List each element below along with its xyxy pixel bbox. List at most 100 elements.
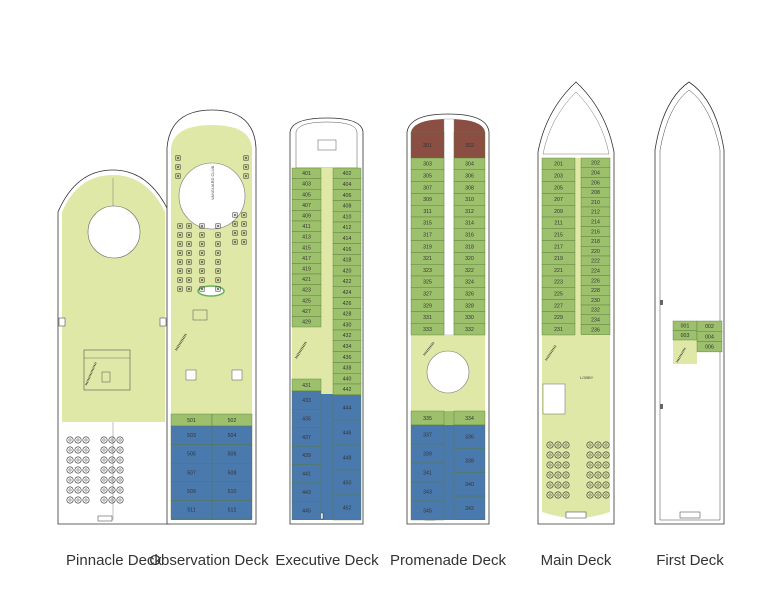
cabin-number: 006	[705, 345, 714, 351]
cabin-number: 323	[423, 268, 432, 274]
cabin-332[interactable]	[453, 323, 486, 336]
cabin-number: 506	[228, 452, 237, 458]
cabin-number: 430	[343, 322, 352, 328]
cabin-number: 414	[343, 236, 352, 242]
cabin-number: 223	[554, 280, 563, 286]
cabin-number: 339	[423, 451, 432, 457]
cabin-number: 452	[343, 505, 352, 511]
cabin-number: 215	[554, 233, 563, 239]
cabin-number: 510	[228, 489, 237, 495]
cabin-number: 311	[423, 209, 431, 215]
first-deck-plan	[654, 81, 725, 525]
cabin-number: 444	[343, 405, 352, 411]
cabin-236[interactable]	[580, 324, 611, 335]
cabin-number: 206	[591, 180, 600, 186]
cabin-number: 314	[465, 221, 474, 227]
cabin-445[interactable]	[291, 501, 322, 520]
cabin-number: 512	[228, 508, 237, 514]
cabin-number: 423	[302, 288, 311, 294]
cabin-number: 433	[302, 398, 311, 404]
cabin-446[interactable]	[332, 419, 362, 446]
cabin-number: 413	[302, 235, 311, 241]
cabin-442[interactable]	[332, 383, 362, 396]
cabin-number: 308	[465, 185, 474, 191]
cabin-number: 324	[465, 280, 474, 286]
cabin-number: 329	[423, 303, 432, 309]
cabin-number: 004	[705, 334, 714, 340]
cabin-number: 504	[228, 433, 237, 439]
cabin-number: 332	[465, 327, 474, 333]
cabin-number: 412	[343, 225, 352, 231]
cabin-number: 509	[187, 489, 196, 495]
cabin-302[interactable]	[453, 131, 486, 159]
cabin-number: 415	[302, 245, 311, 251]
cabin-number: 343	[423, 489, 432, 495]
cabin-444[interactable]	[332, 394, 362, 421]
cabin-number: 224	[591, 269, 600, 275]
deck-label-main: Main Deck	[540, 552, 612, 569]
cabin-number: 340	[465, 482, 474, 488]
cabin-number: 001	[681, 324, 690, 330]
cabin-number: 438	[343, 366, 352, 372]
cabin-number: 345	[423, 508, 432, 514]
cabin-number: 403	[302, 182, 311, 188]
cabin-number: 441	[302, 472, 311, 478]
cabin-number: 404	[343, 182, 352, 188]
cabin-number: 315	[423, 221, 432, 227]
cabin-512[interactable]	[211, 500, 253, 520]
cabin-number: 439	[302, 453, 311, 459]
cabin-number: 210	[591, 200, 600, 206]
cabin-number: 407	[302, 203, 311, 209]
cabin-number: 411	[302, 224, 310, 230]
cabin-number: 333	[423, 327, 432, 333]
cabin-number: 508	[228, 470, 237, 476]
cabin-number: 228	[591, 288, 600, 294]
cabin-number: 321	[423, 256, 432, 262]
cabin-number: 435	[302, 416, 311, 422]
cabin-number: 421	[302, 277, 311, 283]
deck-label-first: First Deck	[656, 552, 724, 569]
cabin-429[interactable]	[291, 316, 322, 328]
cabin-number: 341	[423, 470, 432, 476]
cabin-number: 234	[591, 318, 600, 324]
cabin-342[interactable]	[453, 495, 486, 521]
cabin-number: 221	[554, 268, 563, 274]
cabin-number: 501	[187, 418, 196, 424]
cabin-number: 303	[423, 162, 432, 168]
cabin-number: 431	[302, 383, 311, 389]
cabin-number: 406	[343, 193, 352, 199]
cabin-number: 420	[343, 268, 352, 274]
cabin-number: 312	[465, 209, 474, 215]
vanguard-club-label: VANGUARD CLUB	[210, 166, 215, 200]
cabin-number: 301	[423, 143, 432, 149]
cabin-number: 202	[591, 161, 600, 167]
cabin-number: 220	[591, 249, 600, 255]
cabin-number: 212	[591, 210, 600, 216]
cabin-345[interactable]	[410, 500, 445, 521]
cabin-number: 417	[302, 256, 311, 262]
cabin-301[interactable]	[410, 131, 445, 159]
cabin-231[interactable]	[541, 323, 576, 336]
deck-label-promenade: Promenade Deck	[390, 552, 506, 569]
cabin-448[interactable]	[332, 444, 362, 471]
cabin-452[interactable]	[332, 494, 362, 521]
cabin-number: 209	[554, 209, 563, 215]
cabin-450[interactable]	[332, 469, 362, 496]
cabin-number: 306	[465, 174, 474, 180]
cabin-number: 003	[681, 333, 690, 339]
cabin-number: 405	[302, 192, 311, 198]
cabin-number: 219	[554, 256, 563, 262]
cabin-number: 416	[343, 247, 352, 253]
cabin-number: 236	[591, 327, 600, 333]
cabin-number: 207	[554, 197, 563, 203]
cabin-number: 342	[465, 506, 474, 512]
cabin-number: 428	[343, 312, 352, 318]
cabin-number: 427	[302, 309, 311, 315]
cabin-006[interactable]	[696, 341, 723, 353]
cabin-number: 325	[423, 280, 432, 286]
cabin-number: 002	[705, 324, 714, 330]
cabin-number: 320	[465, 256, 474, 262]
cabin-number: 328	[465, 303, 474, 309]
cabin-number: 410	[343, 214, 352, 220]
cabin-333[interactable]	[410, 323, 445, 336]
